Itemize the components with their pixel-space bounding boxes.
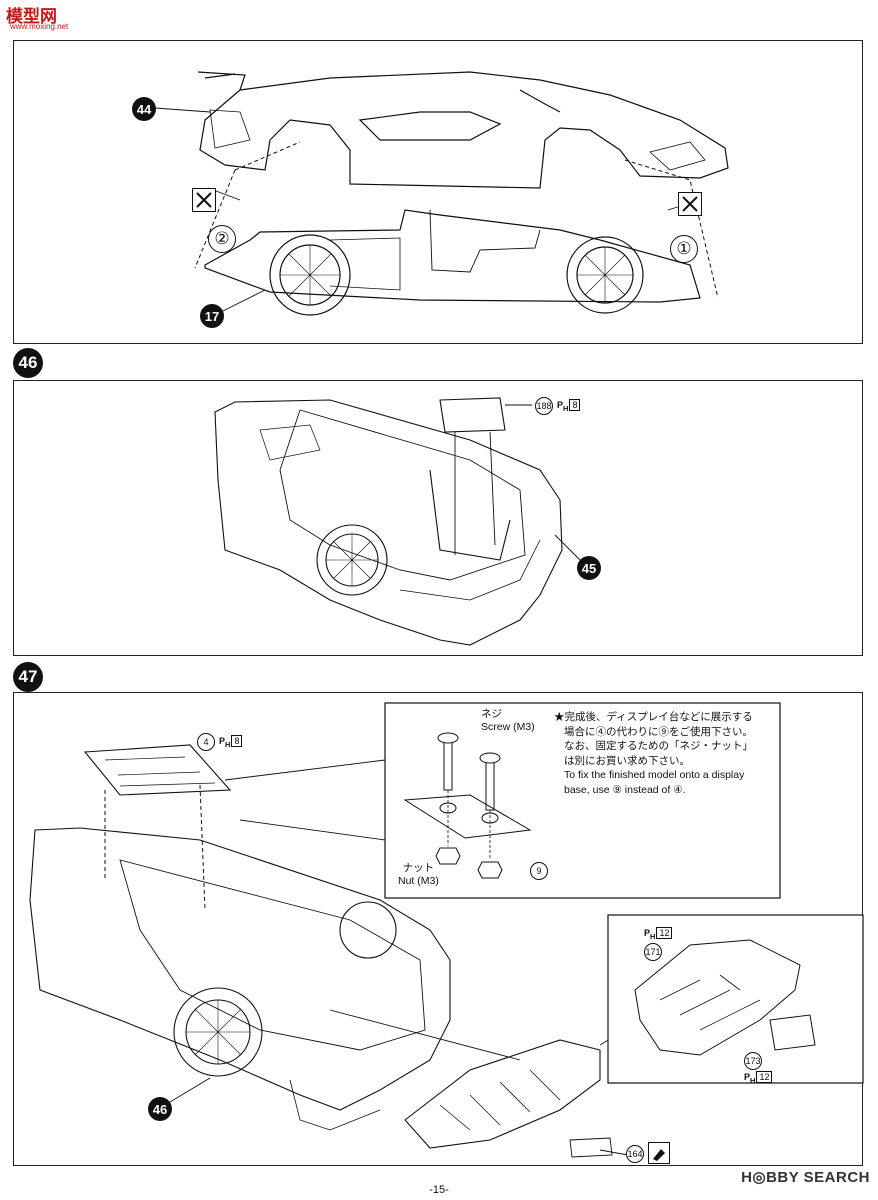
part-number: 4 — [197, 733, 215, 751]
callout-step-45: 45 — [577, 556, 601, 580]
display-mount-note: ★完成後、ディスプレイ台などに展示する 場合に④の代わりに⑨をご使用下さい。 な… — [554, 711, 753, 796]
page-number: -15- — [429, 1184, 449, 1196]
callout-step-44: 44 — [132, 97, 156, 121]
part-9-label: 9 — [530, 862, 548, 880]
callout-ref-1: ① — [670, 235, 698, 263]
panel-step-45-assembly — [13, 40, 863, 344]
panel-step-46 — [13, 380, 863, 656]
site-logo-url: www.moxing.net — [10, 22, 69, 31]
nut-label: ナット Nut (M3) — [398, 862, 439, 887]
step-number-46: 46 — [13, 348, 43, 378]
callout-part-17: 17 — [200, 304, 224, 328]
glue-icon — [648, 1142, 670, 1164]
part-number: 164 — [626, 1145, 644, 1163]
no-glue-icon — [678, 192, 702, 216]
step-number-47: 47 — [13, 662, 43, 692]
no-glue-icon — [192, 188, 216, 212]
hobby-search-watermark: H◎BBY SEARCH — [741, 1169, 870, 1186]
site-logo: 模型网 — [6, 7, 57, 27]
part-number: 9 — [530, 862, 548, 880]
callout-ref-2: ② — [208, 225, 236, 253]
part-number: 188 — [535, 397, 553, 415]
callout-step-46: 46 — [148, 1097, 172, 1121]
screw-label: ネジ Screw (M3) — [481, 708, 535, 733]
part-number: 171 — [644, 942, 662, 961]
part-164-label: 164 — [626, 1145, 644, 1163]
part-number: 173 — [744, 1052, 762, 1070]
